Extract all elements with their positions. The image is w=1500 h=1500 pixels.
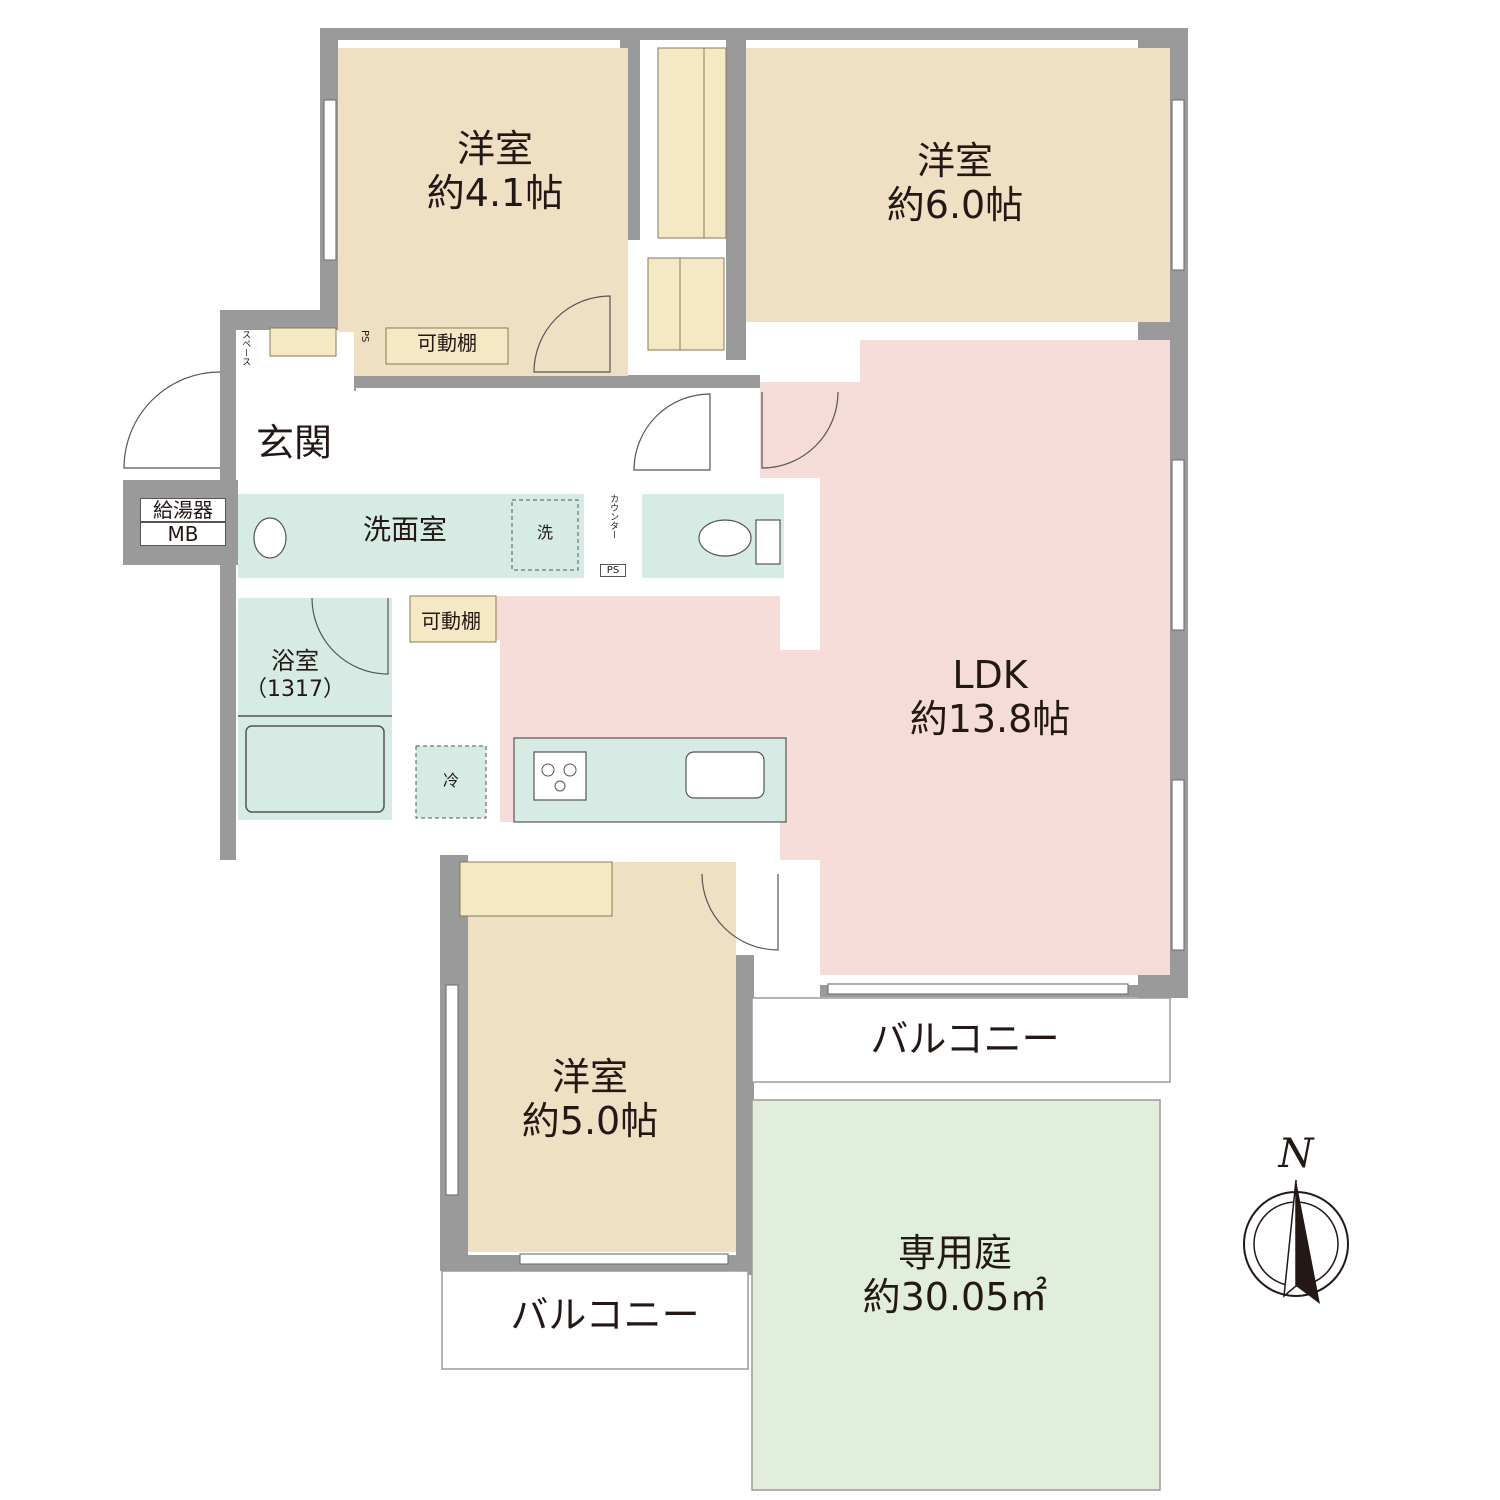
garden-size: 約30.05㎡	[862, 1275, 1048, 1319]
western-room-5-0-name: 洋室	[551, 1055, 628, 1099]
fridge-space	[415, 745, 487, 819]
bathroom-name: 浴室	[271, 647, 319, 675]
hallway-floor	[356, 388, 760, 476]
windows	[323, 99, 1185, 1265]
doors	[123, 295, 839, 951]
shelf-lower-label: 可動棚	[421, 609, 481, 633]
western-room-5-0-floor	[468, 862, 736, 1252]
washbasin	[253, 517, 287, 559]
garden-area	[751, 1099, 1161, 1491]
balcony-south-area	[441, 1270, 749, 1370]
western-room-4-1-name: 洋室	[456, 127, 533, 171]
western-room-5-0-size: 約5.0帖	[521, 1099, 659, 1143]
closets	[269, 47, 727, 917]
western-room-6-0-floor	[746, 48, 1170, 322]
western-room-4-1-size: 約4.1帖	[426, 171, 564, 215]
washer-space	[511, 499, 579, 571]
western-room-6-0-size: 約6.0帖	[886, 183, 1024, 227]
ldk-name: LDK	[952, 653, 1028, 697]
ldk-size: 約13.8帖	[909, 697, 1071, 741]
toilet-tank	[755, 519, 781, 565]
counter-label: カウンター	[608, 494, 619, 539]
compass-rose	[1243, 1179, 1349, 1304]
garden-name: 専用庭	[897, 1231, 1012, 1275]
kitchen-sink	[685, 751, 765, 799]
washer-label: 洗	[536, 523, 553, 542]
compass-north-label: N	[1278, 1131, 1314, 1177]
western-room-6-0-name: 洋室	[916, 139, 993, 183]
balcony-south-label: バルコニー	[510, 1293, 700, 1337]
burner	[563, 763, 577, 777]
space-label: スペース	[240, 330, 251, 366]
ps-lower-label: PS	[600, 564, 626, 578]
western-room-4-1-floor	[338, 48, 628, 376]
toilet-bowl	[698, 519, 752, 557]
meter-box-label: MB	[140, 522, 226, 547]
burner	[554, 780, 566, 792]
stove	[533, 751, 587, 801]
balcony-east-area	[751, 997, 1171, 1083]
fridge-label: 冷	[442, 771, 459, 790]
washroom-label: 洗面室	[362, 513, 447, 546]
ps-upper-label: PS	[359, 330, 370, 343]
bathroom-size: （1317）	[245, 677, 345, 702]
balcony-east-label: バルコニー	[870, 1017, 1060, 1061]
bathtub	[245, 725, 385, 813]
entrance-label: 玄関	[255, 421, 332, 465]
water-heater-label: 給湯器	[140, 498, 226, 523]
shelf-upper-label: 可動棚	[417, 331, 477, 355]
burner	[541, 763, 555, 777]
